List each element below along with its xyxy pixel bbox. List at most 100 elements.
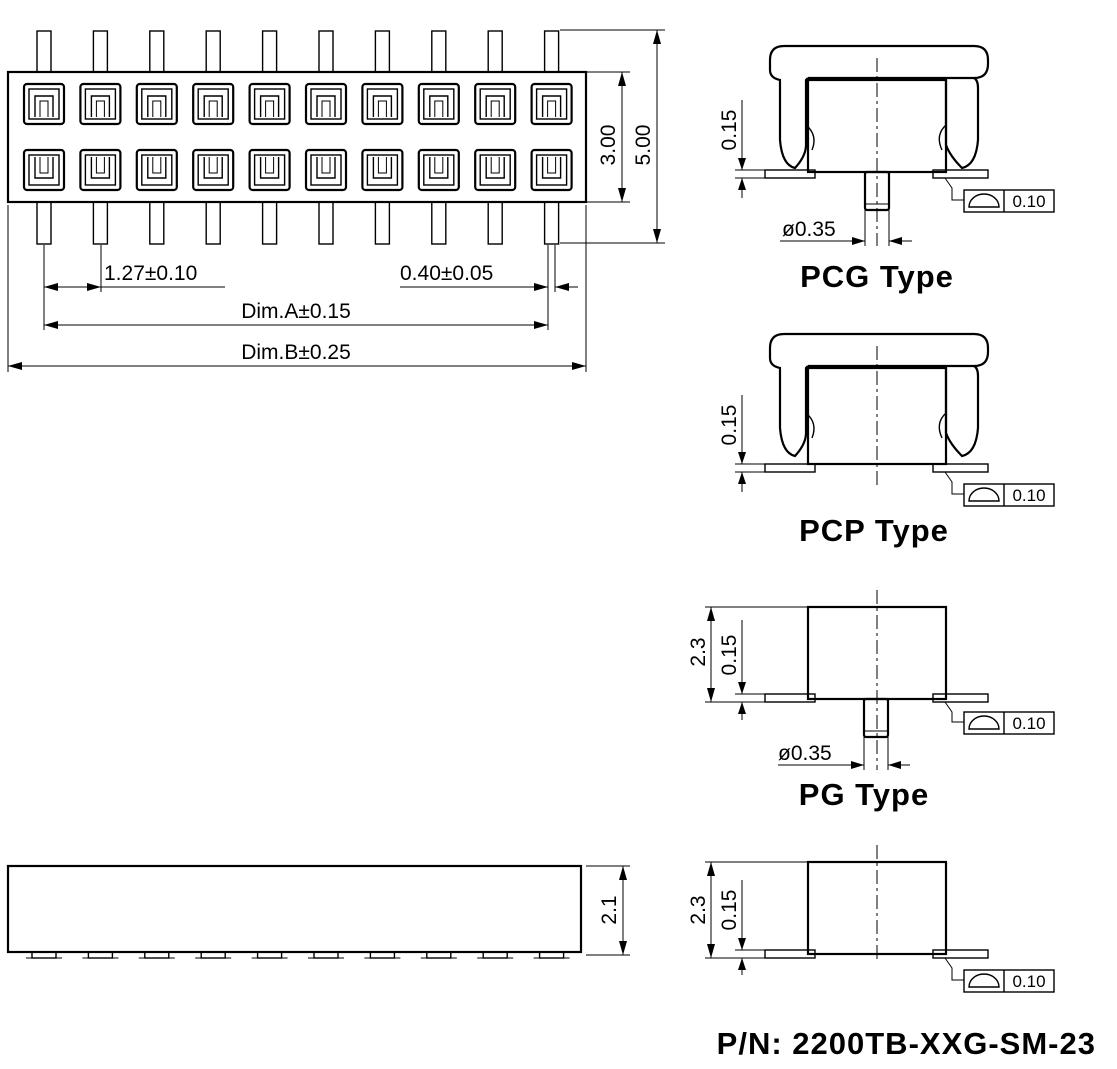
dim-a-label: Dim.A±0.15 xyxy=(241,300,351,323)
pg-standoff-label: 0.15 xyxy=(718,635,741,676)
contact-top-spring xyxy=(259,95,280,117)
contact-top-inner xyxy=(366,88,399,120)
contact-top xyxy=(474,82,517,126)
contact-top-spring xyxy=(203,95,223,117)
pcp-type-view: 0.15 0.10 PCP Type xyxy=(718,332,1055,548)
contact-bottom xyxy=(361,148,404,192)
contact-bottom-inner xyxy=(310,154,342,186)
contact-top-spring-inner xyxy=(95,100,105,117)
pcp-tolerance-label: 0.10 xyxy=(1012,486,1045,505)
contact-top xyxy=(417,82,460,126)
pg-peg-dia-label: ø0.35 xyxy=(778,742,832,765)
contact-bottom-inner xyxy=(28,154,60,186)
contact-bottom-spring xyxy=(147,157,167,179)
pin-bottom xyxy=(431,201,447,245)
p-standoff-label: 0.15 xyxy=(718,890,741,931)
contact-top-inner xyxy=(479,88,511,120)
pin-top xyxy=(431,30,447,73)
contact-bottom xyxy=(79,148,122,192)
pin-bottom xyxy=(92,201,109,245)
contact-bottom-spring xyxy=(316,157,336,179)
contact-top-spring xyxy=(372,95,393,117)
contact-top xyxy=(22,82,66,126)
dim-3-00-label: 3.00 xyxy=(597,125,620,166)
contact-bottom-inner xyxy=(197,154,229,186)
contact-bottom xyxy=(192,148,235,192)
contact-bottom-spring-inner xyxy=(547,157,557,174)
side-housing xyxy=(6,864,583,954)
contact-bottom-spring xyxy=(429,157,449,179)
pin-bottom xyxy=(374,201,391,245)
contact-top-spring xyxy=(485,95,505,117)
pg-type-view: 2.3 0.15 ø0.35 0.10 PG Type xyxy=(687,590,1055,812)
housing-outline xyxy=(6,70,588,204)
contact-bottom-inner xyxy=(141,154,173,186)
contact-bottom-spring xyxy=(541,157,562,179)
contact-top xyxy=(248,82,291,126)
contact-bottom-spring xyxy=(259,157,280,179)
contact-top-spring-inner xyxy=(434,100,444,117)
contact-top-spring xyxy=(34,95,54,117)
contact-top-spring xyxy=(316,95,336,117)
contact-top xyxy=(192,82,235,126)
contact-top-spring-inner xyxy=(377,100,387,117)
contact-bottom xyxy=(248,148,291,192)
contact-bottom-spring xyxy=(90,157,111,179)
contact-bottom-inner xyxy=(479,154,511,186)
pin-top xyxy=(149,30,165,73)
contact-bottom-spring-inner xyxy=(434,157,444,174)
pg-type-title: PG Type xyxy=(799,777,929,812)
contact-top-inner xyxy=(197,88,229,120)
contact-top xyxy=(361,82,404,126)
contact-top-inner xyxy=(535,88,568,120)
contact-bottom-spring xyxy=(372,157,393,179)
p-height-label: 2.3 xyxy=(687,895,710,924)
top-view xyxy=(6,30,588,245)
contact-bottom-spring-inner xyxy=(377,157,387,174)
pg-height-label: 2.3 xyxy=(687,637,710,666)
contact-top-inner xyxy=(253,88,286,120)
pin-bottom xyxy=(318,201,334,245)
contact-top-spring-inner xyxy=(152,100,162,117)
pcg-peg-dia-label: ø0.35 xyxy=(782,218,836,241)
pg-tolerance-label: 0.10 xyxy=(1012,714,1045,733)
contact-bottom xyxy=(474,148,517,192)
pin-bottom xyxy=(149,201,165,245)
part-number: P/N: 2200TB-XXG-SM-23 xyxy=(717,1026,1096,1061)
pin-bottom xyxy=(205,201,221,245)
contact-bottom xyxy=(135,148,178,192)
pin-width-dim-label: 0.40±0.05 xyxy=(400,262,493,285)
pcg-type-title: PCG Type xyxy=(800,259,954,294)
pitch-dim-label: 1.27±0.10 xyxy=(104,262,197,285)
height-dimensions: 3.00 5.00 xyxy=(560,29,665,244)
pin-top xyxy=(92,30,109,73)
contact-top xyxy=(135,82,178,126)
contact-top-spring xyxy=(429,95,449,117)
contact-top-spring-inner xyxy=(265,100,275,117)
contact-top-spring-inner xyxy=(547,100,557,117)
contact-top-inner xyxy=(423,88,455,120)
contact-bottom-spring xyxy=(34,157,54,179)
contact-bottom-inner xyxy=(253,154,286,186)
contact-top-spring-inner xyxy=(321,100,331,117)
contact-top xyxy=(79,82,122,126)
contact-top-spring-inner xyxy=(39,100,49,117)
pin-top xyxy=(487,30,503,73)
contact-top-inner xyxy=(84,88,117,120)
contact-top xyxy=(304,82,348,126)
pin-top xyxy=(205,30,221,73)
contact-bottom-spring xyxy=(203,157,223,179)
contact-bottom xyxy=(417,148,460,192)
contact-bottom-spring-inner xyxy=(208,157,218,174)
side-view: 2.1 xyxy=(6,864,630,959)
contact-top xyxy=(530,82,573,126)
contact-bottom-spring-inner xyxy=(265,157,275,174)
pin-bottom xyxy=(487,201,503,245)
contact-top-spring xyxy=(90,95,111,117)
contact-top-inner xyxy=(141,88,173,120)
contact-top-inner xyxy=(310,88,342,120)
contact-top-spring xyxy=(147,95,167,117)
contact-top-spring xyxy=(541,95,562,117)
pcp-type-title: PCP Type xyxy=(799,513,949,548)
